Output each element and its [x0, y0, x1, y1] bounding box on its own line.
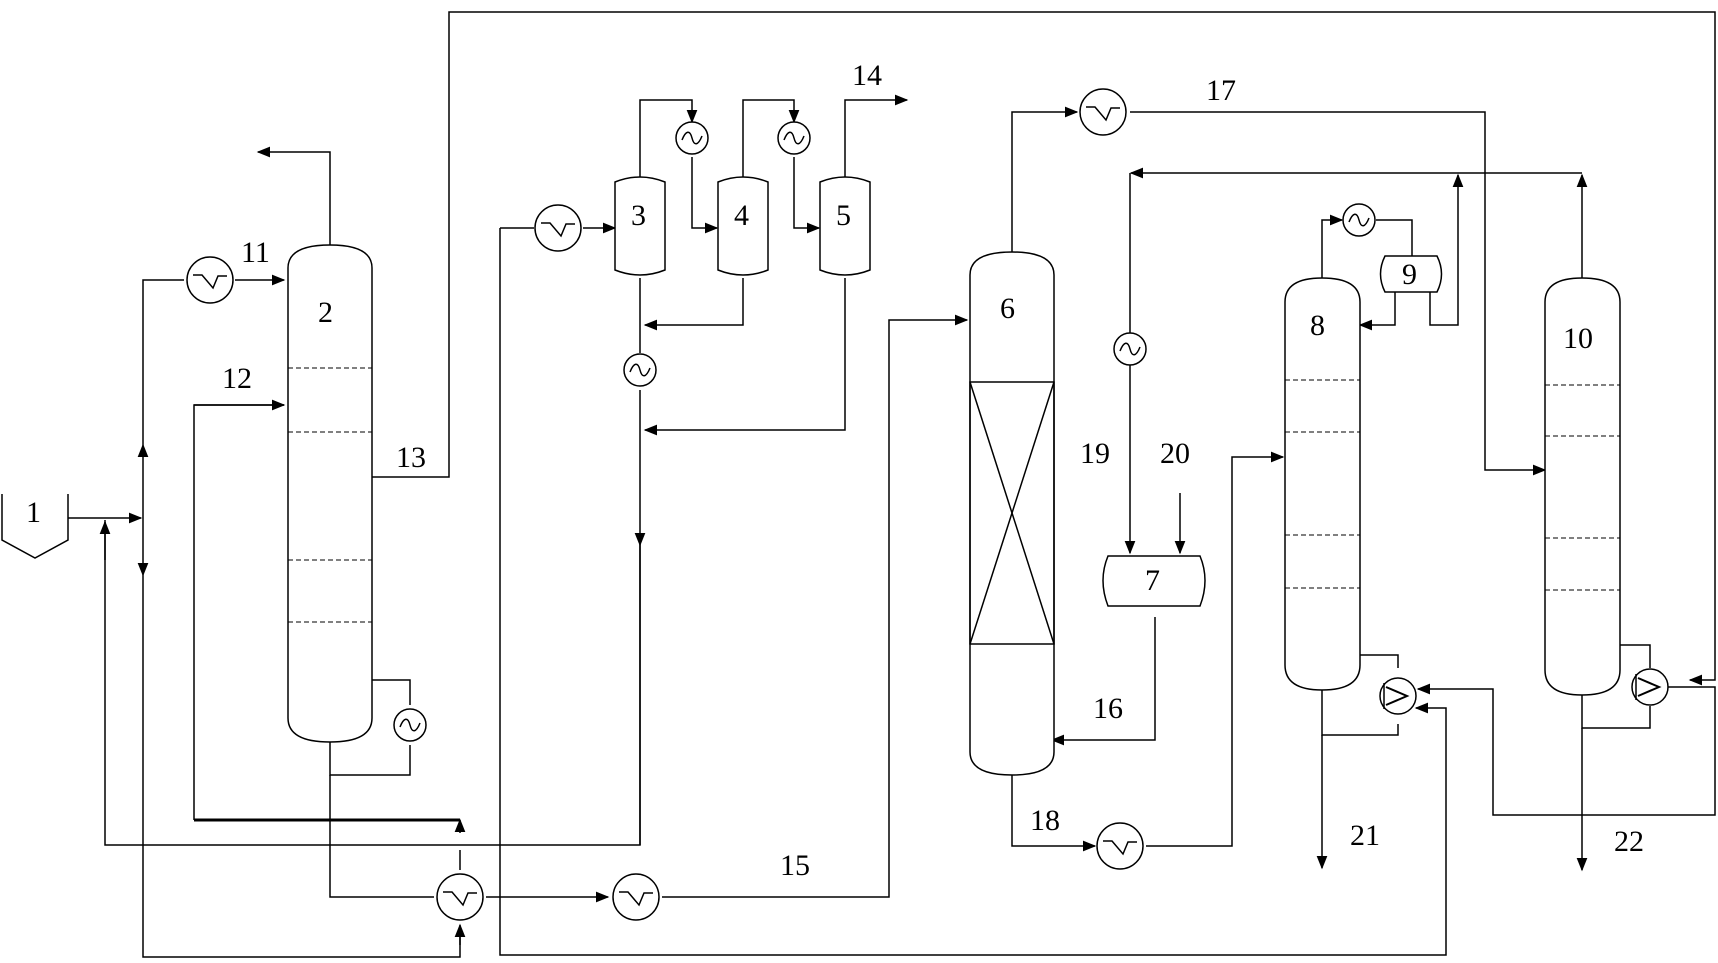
mixer-7-label: 7 — [1145, 564, 1160, 597]
heat-exchanger-icon — [612, 873, 660, 921]
stream-labels: 11 12 13 14 15 16 17 18 19 20 21 22 — [222, 59, 1644, 882]
flash-drum-5: 5 — [819, 176, 871, 276]
flash-5-liquid — [643, 278, 846, 436]
heat-exchanger-icon — [1113, 332, 1147, 366]
stream-19-label: 19 — [1080, 437, 1110, 470]
flash-4-liquid — [643, 278, 744, 331]
column-2-vent — [256, 146, 331, 245]
flash-3-overhead — [639, 99, 698, 178]
flash-3-to-4 — [691, 157, 719, 234]
stream-11-line — [142, 279, 184, 445]
stream-13-label: 13 — [396, 441, 426, 474]
stream-17-label: 17 — [1206, 74, 1236, 107]
reboiler-icon — [1379, 677, 1417, 715]
stream-14-line — [844, 94, 909, 178]
heat-exchanger-icon — [623, 353, 657, 387]
stream-17-line — [1130, 111, 1547, 476]
column-8-reboiler-loop — [1360, 654, 1399, 668]
piping — [68, 11, 1716, 958]
stream-20-label: 20 — [1160, 437, 1190, 470]
drum-9: 9 — [1379, 255, 1443, 293]
stream-18-line — [1146, 451, 1285, 847]
flash-drum-5-label: 5 — [836, 199, 851, 232]
stream-15-line-b — [662, 314, 969, 898]
heat-exchanger-icon — [675, 121, 709, 155]
reboiler-icon — [1631, 668, 1669, 706]
condenser-to-drum — [1376, 219, 1413, 256]
heat-exchanger-icon — [1342, 203, 1376, 237]
flash-drum-4: 4 — [717, 176, 769, 276]
stream-16-line — [1050, 617, 1156, 746]
column-2: 2 — [287, 244, 373, 743]
stream-16-label: 16 — [1093, 692, 1123, 725]
heat-exchanger-icon — [1079, 88, 1127, 136]
heat-exchanger-icon — [436, 873, 484, 921]
stream-12-line — [193, 404, 284, 820]
flash-drum-3-label: 3 — [631, 199, 646, 232]
flash-drum-4-label: 4 — [734, 199, 749, 232]
column-2-bottoms — [329, 775, 434, 898]
stream-12-label: 12 — [222, 362, 252, 395]
feed-tank-1: 1 — [1, 494, 69, 559]
column-2-reboiler-return — [329, 742, 411, 776]
stream-15-label: 15 — [780, 849, 810, 882]
stream-11-label: 11 — [241, 236, 270, 269]
stream-18-label: 18 — [1030, 804, 1060, 837]
mixer-7: 7 — [1102, 555, 1206, 607]
flash-4-to-5 — [793, 157, 821, 234]
drum-9-product — [1429, 173, 1464, 326]
column-8: 8 — [1284, 277, 1361, 691]
exchanger-lower-loop — [142, 575, 461, 958]
column-10-reboiler-heat — [1416, 683, 1716, 816]
column-8-reboiler-return — [1321, 690, 1399, 736]
column-10-reboiler-return — [1581, 695, 1651, 729]
flash-4-overhead — [742, 99, 800, 178]
column-10-reboiler-loop — [1620, 644, 1651, 668]
column-8-heating-line — [499, 228, 1447, 956]
drum-9-label: 9 — [1402, 258, 1417, 291]
column-2-reboiler-loop — [372, 679, 411, 705]
feed-tank-1-label: 1 — [26, 496, 41, 529]
reactor-bottoms — [1011, 775, 1097, 852]
reactor-6: 6 — [969, 251, 1055, 776]
reboiler-icon — [393, 708, 427, 742]
stream-13-line — [372, 11, 1716, 686]
flash-drum-3: 3 — [614, 176, 666, 276]
column-10: 10 — [1544, 277, 1621, 696]
reactor-6-label: 6 — [1000, 292, 1015, 325]
stream-21-label: 21 — [1350, 819, 1380, 852]
heat-exchanger-icon — [777, 121, 811, 155]
column-10-label: 10 — [1563, 322, 1593, 355]
heat-exchanger-icon — [534, 204, 582, 252]
reactor-overhead — [1011, 106, 1079, 252]
drum-9-reflux — [1358, 292, 1396, 331]
stream-14-label: 14 — [852, 59, 882, 92]
stream-22-label: 22 — [1614, 825, 1644, 858]
column-8-overhead — [1321, 214, 1344, 278]
column-2-label: 2 — [318, 296, 333, 329]
column-8-label: 8 — [1310, 309, 1325, 342]
heat-exchanger-icon — [1096, 822, 1144, 870]
heat-exchanger-icon — [186, 256, 234, 304]
